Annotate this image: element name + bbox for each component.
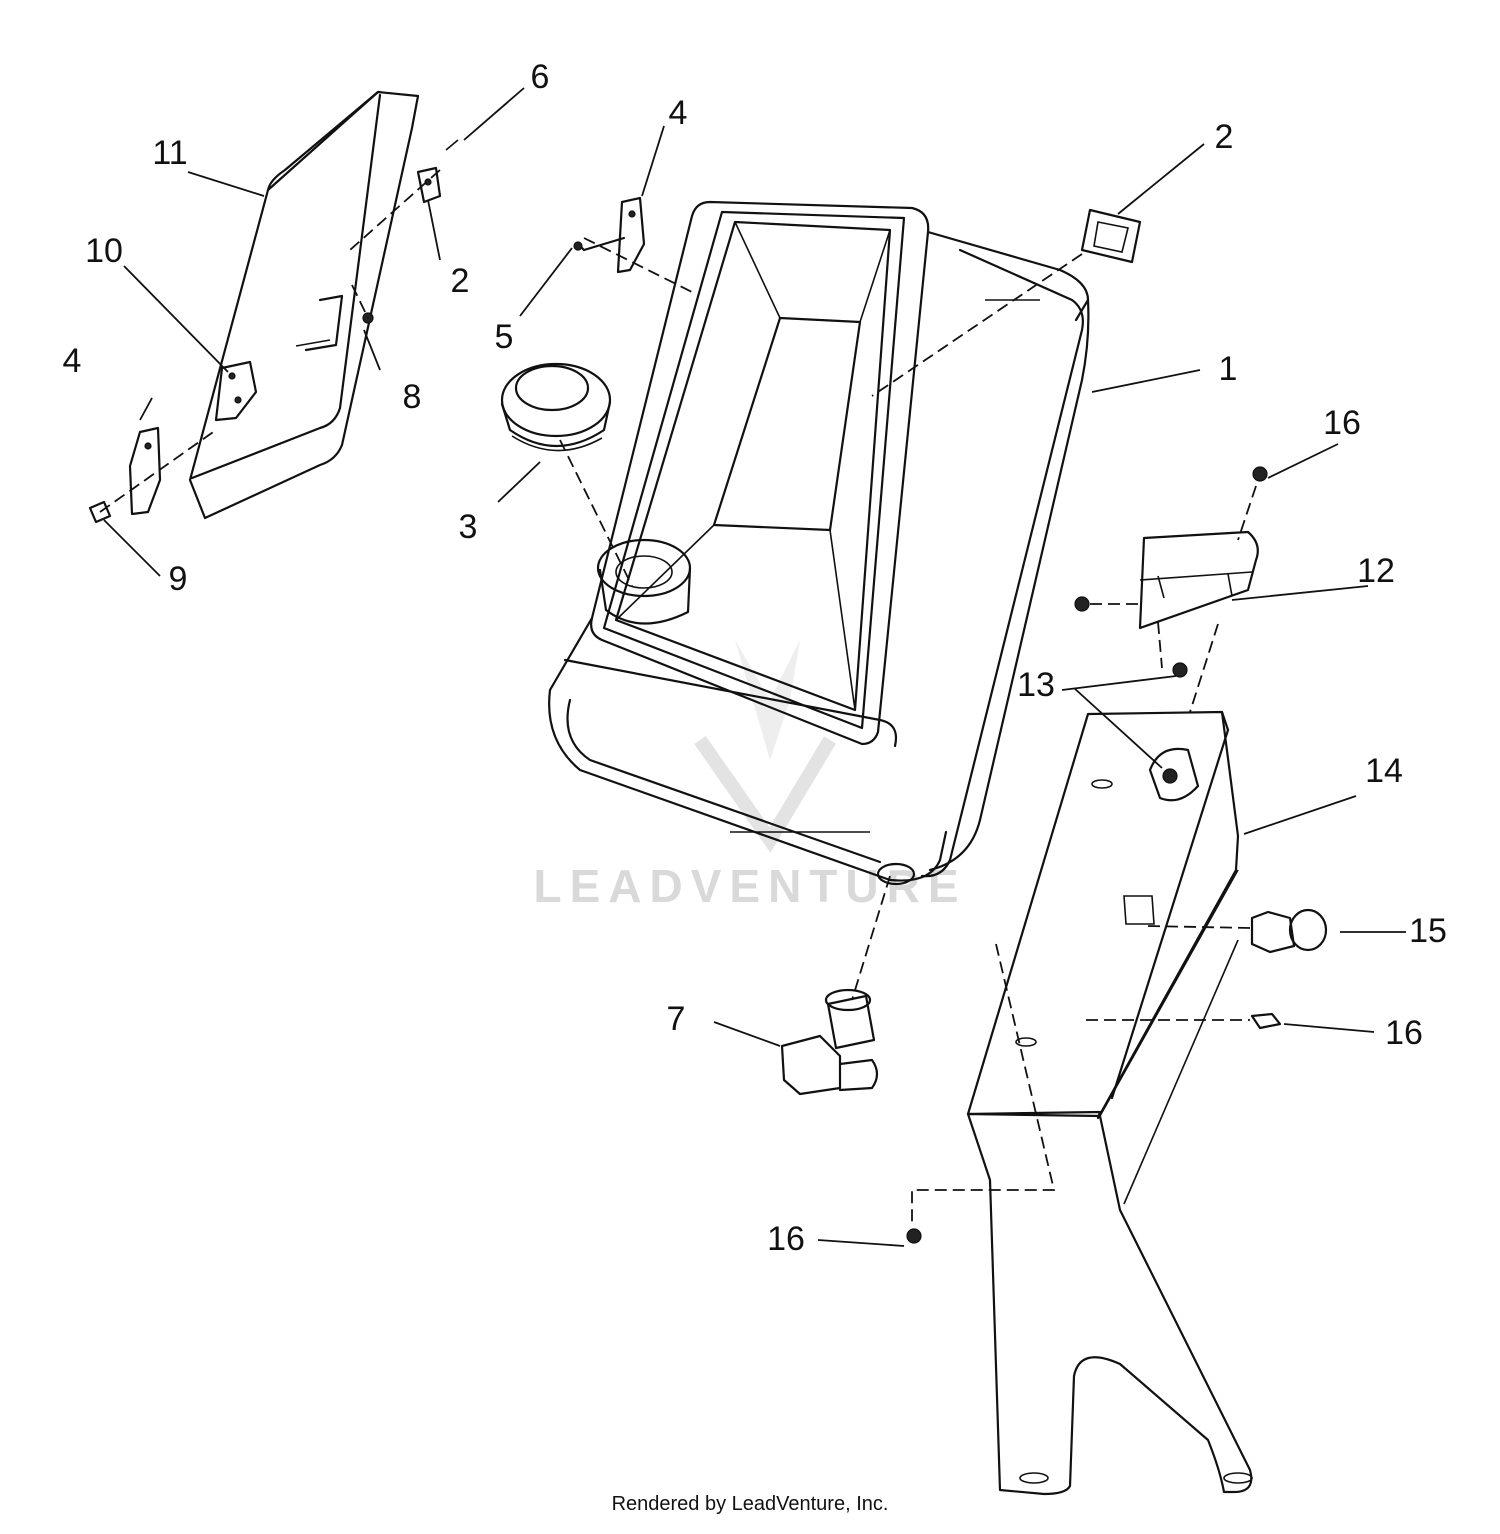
callout-10: 10 (85, 232, 123, 270)
part-4-hinge-upper[interactable] (616, 196, 646, 274)
callout-2-upper-left: 2 (451, 262, 470, 300)
part-14-bracket[interactable] (966, 710, 1253, 1496)
callout-1: 1 (1219, 350, 1238, 388)
callout-15: 15 (1409, 912, 1447, 950)
part-5-screw[interactable] (573, 236, 626, 252)
callout-3: 3 (459, 508, 478, 546)
callout-13: 13 (1017, 666, 1055, 704)
part-16-bolt-upper[interactable] (1237, 466, 1268, 541)
callout-11: 11 (152, 134, 187, 172)
part-1-tank[interactable] (548, 200, 1090, 1001)
watermark-chevron-icon (694, 735, 837, 853)
part-16-bolt-lower[interactable] (906, 943, 1056, 1244)
callout-16-upper: 16 (1323, 404, 1361, 442)
part-13-nuts[interactable] (1074, 596, 1219, 713)
part-3-fuel-cap[interactable] (500, 362, 612, 452)
callout-16-lower: 16 (767, 1220, 805, 1258)
part-2-pad[interactable] (1080, 208, 1142, 264)
part-6-screw[interactable] (349, 139, 459, 251)
footer-credit: Rendered by LeadVenture, Inc. (612, 1493, 889, 1515)
part-8-nut[interactable] (351, 284, 374, 324)
callout-8: 8 (403, 378, 422, 416)
part-4-hinge-left[interactable] (128, 426, 162, 516)
callout-4-upper: 4 (669, 94, 688, 132)
part-15-knob[interactable] (1147, 908, 1328, 954)
callout-14: 14 (1365, 752, 1403, 790)
part-2-clip-upper-left[interactable] (416, 166, 442, 204)
callout-2-upper-right: 2 (1215, 118, 1234, 156)
part-9-rivet[interactable] (88, 429, 217, 524)
part-11-lid[interactable] (188, 90, 420, 520)
watermark-text: LEADVENTURE (533, 860, 966, 912)
part-7-fuel-valve[interactable] (780, 988, 879, 1096)
callout-16-right: 16 (1385, 1014, 1423, 1052)
part-12-clip[interactable] (1138, 530, 1259, 630)
callout-5: 5 (495, 318, 514, 356)
callout-7: 7 (667, 1000, 686, 1038)
callout-9: 9 (169, 560, 188, 598)
callout-12: 12 (1357, 552, 1395, 590)
part-10-latch[interactable] (214, 360, 258, 422)
callouts: 1 2 2 3 4 4 5 6 7 8 9 10 11 12 13 14 15 … (63, 58, 1447, 1258)
callout-6: 6 (531, 58, 550, 96)
callout-4-left: 4 (63, 342, 82, 380)
part-16-bolt-right[interactable] (1086, 1012, 1282, 1030)
leader-lines (103, 87, 1406, 1247)
